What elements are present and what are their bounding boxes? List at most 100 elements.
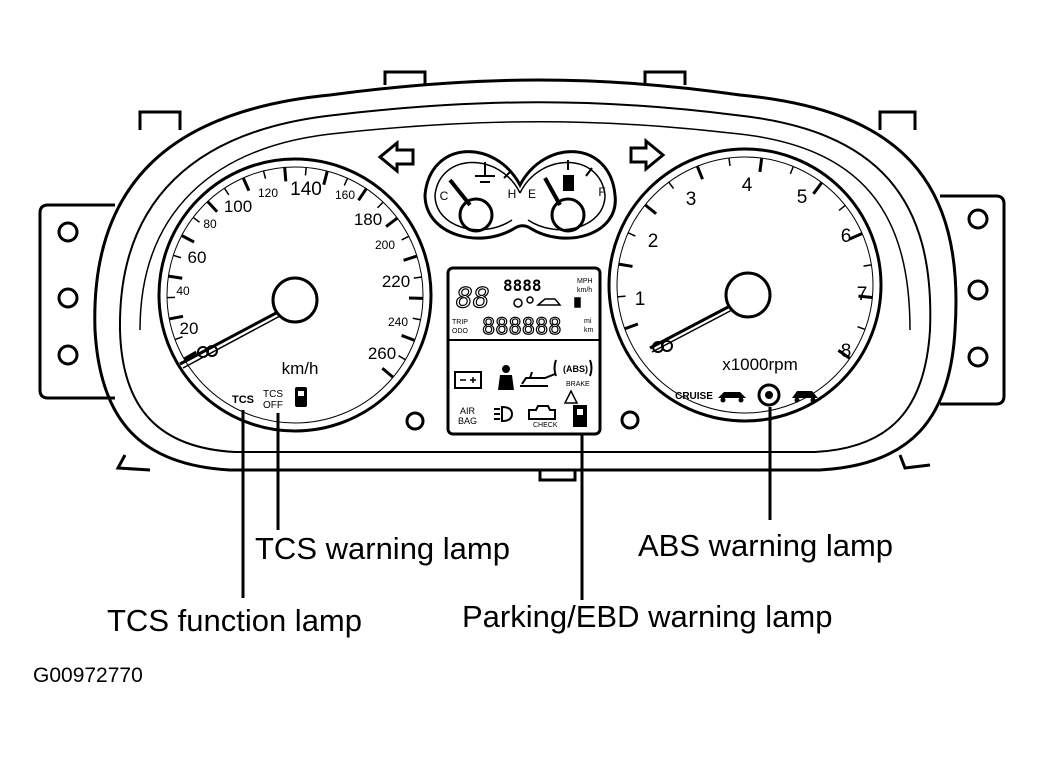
speedometer-tick: [168, 274, 183, 280]
tachometer-tick: [624, 322, 639, 331]
tcs-off-lamp-line2: OFF: [263, 400, 283, 411]
temp-gauge-needle: [448, 178, 472, 207]
tachometer-needle: [649, 304, 731, 350]
tachometer-tick: [618, 262, 633, 268]
rpm-label-6: 6: [841, 226, 852, 247]
tachometer-tick: [668, 181, 675, 190]
brake-lamp-label: BRAKE: [566, 381, 590, 388]
speed-unit: km/h: [282, 359, 319, 378]
tachometer-tick: [858, 294, 873, 300]
tachometer-tick: [838, 204, 846, 211]
tachometer-tick: [644, 203, 658, 215]
left-mounting-bracket: [38, 203, 115, 400]
rpm-label-5: 5: [797, 187, 808, 208]
parking-ebd-callout: Parking/EBD warning lamp: [462, 599, 833, 634]
lcd-odo-label: ODO: [452, 328, 469, 335]
tachometer-tick: [812, 181, 824, 195]
speedometer-tick: [357, 187, 368, 202]
speed-label-200: 200: [375, 238, 395, 252]
temp-fuel-gauges: [423, 150, 617, 240]
temp-cold-label: C: [440, 189, 449, 203]
speedometer-tick: [192, 216, 201, 223]
speedometer-tick: [183, 350, 198, 361]
speedometer-tick: [168, 314, 184, 321]
tachometer-tick: [837, 349, 851, 360]
rpm-label-4: 4: [742, 175, 753, 196]
battery-warning-icon: [454, 371, 482, 389]
headlamp-icon: [494, 405, 514, 423]
speedometer-tick: [385, 216, 399, 228]
rpm-label-1: 1: [635, 289, 646, 310]
fuel-empty-label: E: [528, 187, 536, 201]
speedometer-tick: [401, 334, 416, 342]
abs-text-lamp: (ABS): [563, 364, 588, 374]
speed-label-100: 100: [224, 197, 252, 216]
rpm-label-3: 3: [686, 189, 697, 210]
car-indicator-icon: [792, 391, 818, 403]
speed-label-120: 120: [258, 186, 278, 200]
lcd-gear-digits: 88: [456, 281, 490, 314]
speedometer-needle: [179, 310, 279, 366]
left-turn-arrow-icon: [377, 139, 415, 175]
cluster-housing-inner: [118, 101, 932, 453]
tcs-function-lamp: TCS: [232, 394, 254, 406]
speedometer-tick: [283, 167, 288, 182]
rpm-label-7: 7: [857, 284, 868, 305]
speedometer-tick: [223, 187, 230, 196]
tcs-warning-callout: TCS warning lamp: [255, 531, 510, 566]
temp-hot-label: H: [508, 187, 517, 201]
speed-label-160: 160: [335, 188, 355, 202]
rpm-label-2: 2: [648, 231, 659, 252]
check-engine-lamp-label: CHECK: [533, 422, 558, 429]
tachometer: [607, 147, 883, 423]
speedometer-tick: [241, 177, 251, 192]
lcd-mi-label: mi: [584, 318, 592, 325]
oil-pressure-warning-icon: [520, 371, 556, 387]
tachometer-tick: [863, 264, 872, 267]
lcd-odo-digits: 888888: [482, 315, 561, 340]
lcd-trip-label: TRIP: [452, 319, 468, 326]
speedometer-hub: [271, 276, 319, 324]
speedometer-tick: [398, 355, 406, 361]
fuel-full-label: F: [598, 185, 605, 199]
abs-warning-callout: ABS warning lamp: [638, 528, 894, 563]
tcs-warning-icon: [295, 387, 307, 407]
airbag-lamp-line1: AIR: [460, 406, 476, 416]
rpm-label-8: 8: [841, 341, 852, 362]
cruise-car-icon: [718, 392, 746, 403]
speed-label-240: 240: [388, 315, 408, 329]
lcd-top-digits: 8888: [503, 276, 542, 295]
tachometer-tick: [617, 295, 626, 298]
speed-label-80: 80: [203, 217, 217, 231]
center-lcd-panel: [405, 266, 640, 436]
figure-id: G00972770: [33, 664, 143, 687]
speedometer-tick: [343, 177, 349, 186]
speedometer-tick: [381, 367, 395, 379]
airbag-lamp-line2: BAG: [458, 416, 477, 426]
speedometer-tick: [304, 167, 307, 176]
tachometer-tick: [857, 325, 866, 331]
speed-label-40: 40: [176, 284, 190, 298]
lcd-trip-clock-icons: [513, 296, 581, 308]
right-turn-arrow-icon: [629, 137, 666, 173]
temp-gauge-hub: [458, 197, 494, 233]
speedometer-tick: [412, 317, 421, 321]
tachometer-tick: [758, 157, 764, 173]
speed-label-60: 60: [188, 248, 207, 267]
fuel-gauge-needle: [543, 177, 562, 206]
tachometer-tick: [789, 166, 795, 175]
speed-label-20: 20: [180, 319, 199, 338]
parking-ebd-icon: [563, 389, 587, 427]
speedometer-tick: [401, 235, 410, 241]
lcd-mph-label: MPH: [577, 278, 593, 285]
speedometer: [157, 157, 433, 433]
rpm-unit: x1000rpm: [722, 355, 798, 374]
lcd-kmh-label: km/h: [577, 287, 592, 294]
speed-label-140: 140: [290, 179, 322, 200]
fuel-gauge-hub: [550, 197, 586, 233]
tachometer-hub: [724, 271, 772, 319]
speedometer-tick: [173, 254, 182, 259]
tcs-function-callout: TCS function lamp: [107, 603, 362, 638]
tcs-off-lamp-line1: TCS: [263, 389, 283, 400]
